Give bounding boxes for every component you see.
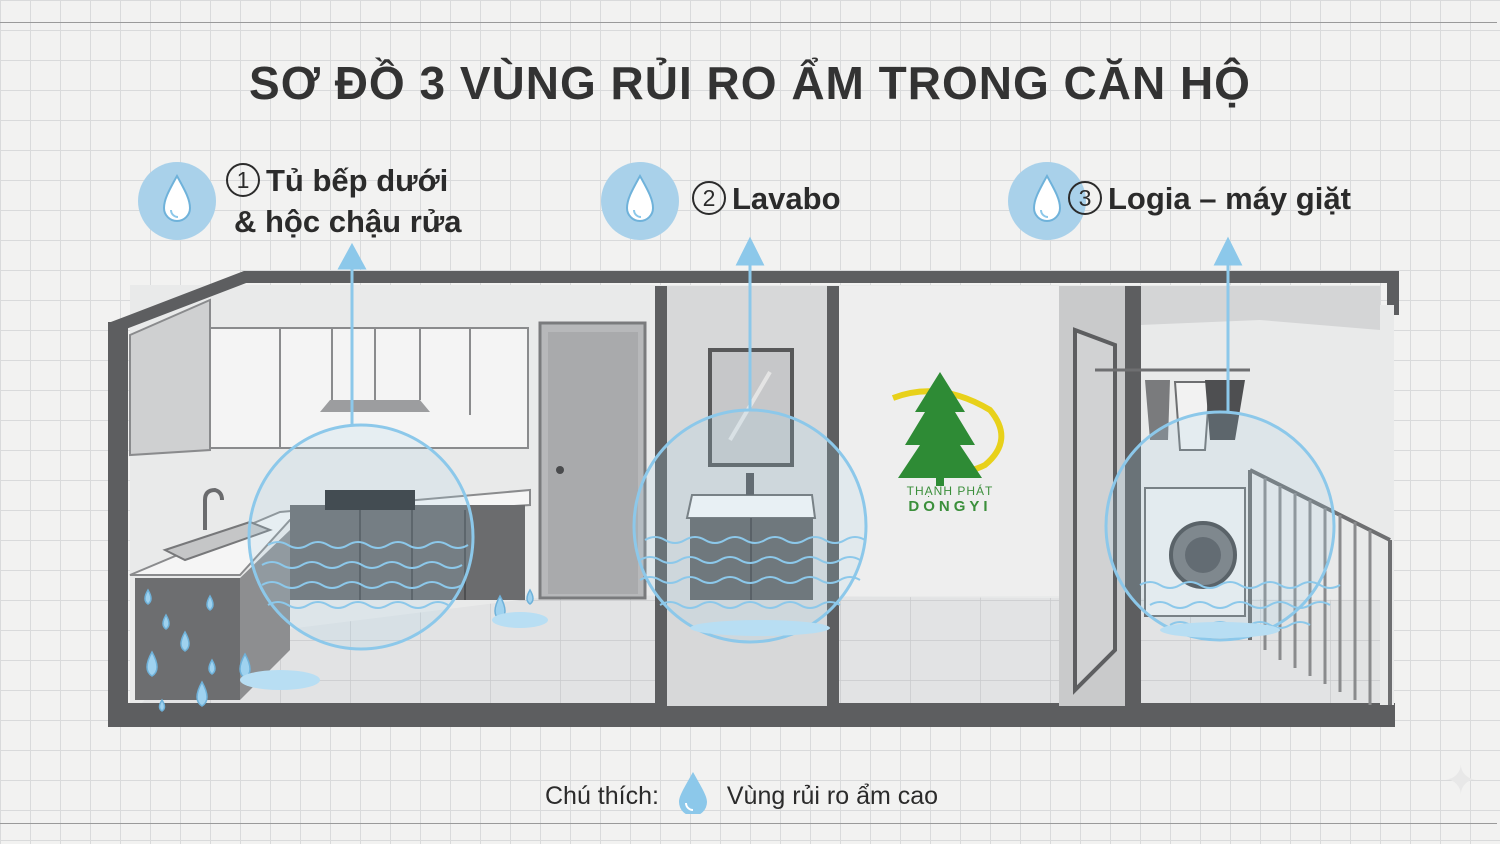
balcony-railing <box>1248 468 1392 705</box>
lower-cabinets <box>290 505 525 600</box>
logia-ceiling <box>1141 286 1380 330</box>
risk-zone-3-circle <box>1104 410 1336 642</box>
door-handle <box>556 466 564 474</box>
zone-3-number: 3 <box>1068 181 1102 215</box>
sparkle-icon: ✦ <box>1444 759 1478 803</box>
water-drop-icon <box>1032 173 1062 222</box>
water-drop-icon <box>162 173 192 222</box>
left-wall <box>108 322 128 727</box>
brand-name-line1: THẠNH PHÁT <box>906 484 994 498</box>
zone-1-badge <box>138 162 216 240</box>
sink-counter <box>685 494 817 519</box>
range-hood <box>320 400 430 412</box>
upper-cabinets <box>209 327 529 449</box>
brand-text: THẠNH PHÁT DONGYI <box>880 484 1020 515</box>
floor-slab <box>110 703 1395 727</box>
railing-bars <box>1263 478 1372 705</box>
risk-zone-1-circle <box>247 423 475 651</box>
water-drops <box>144 588 534 712</box>
water-drop-icon <box>676 770 710 821</box>
arrow-up-icon <box>735 236 765 410</box>
zone-3-label-line1: Logia – máy giặt <box>1108 181 1351 216</box>
water-puddles <box>240 612 1280 690</box>
partition-wall-1 <box>655 286 667 706</box>
legend-text: Vùng rủi ro ẩm cao <box>726 782 939 810</box>
zone-2-badge <box>601 162 679 240</box>
arrow-up-icon <box>337 242 367 425</box>
diagram-frame <box>0 22 1497 824</box>
arrow-up-icon <box>1213 236 1243 412</box>
faucet <box>203 487 224 530</box>
water-drop-icon <box>625 173 655 222</box>
legend-prefix: Chú thích: <box>545 782 659 810</box>
legend: Chú thích: Vùng rủi ro ẩm cao <box>545 770 938 821</box>
cabinet-doors <box>279 328 471 448</box>
zone-2-number: 2 <box>692 181 726 215</box>
upper-cabinet-side <box>129 298 211 457</box>
zone-2-label-line1: Lavabo <box>732 181 841 216</box>
washer-drum <box>1185 537 1221 573</box>
sink-cabinet-side <box>240 530 290 700</box>
brand-name-line2: DONGYI <box>908 498 992 515</box>
brand-logo <box>891 372 1005 486</box>
door-panel <box>548 332 638 594</box>
kitchen-sink <box>162 520 273 562</box>
cooktop <box>325 490 415 510</box>
moisture-waves <box>261 536 1341 629</box>
page-title: SƠ ĐỒ 3 VÙNG RỦI RO ẨM TRONG CĂN HỘ <box>249 57 1251 109</box>
zone-1-label-line1: Tủ bếp dưới <box>266 163 449 198</box>
zone-1-label-line2: & hộc chậu rửa <box>234 204 462 239</box>
partition-wall-3 <box>1125 286 1141 706</box>
lavabo-faucet <box>746 473 754 495</box>
ceiling-outline <box>109 271 1399 334</box>
hanging-shirt <box>1205 380 1245 440</box>
zone-1-number: 1 <box>226 163 260 197</box>
hanging-shirt <box>1145 380 1170 440</box>
glass-door <box>1073 327 1117 695</box>
risk-zone-2-circle <box>632 408 868 644</box>
